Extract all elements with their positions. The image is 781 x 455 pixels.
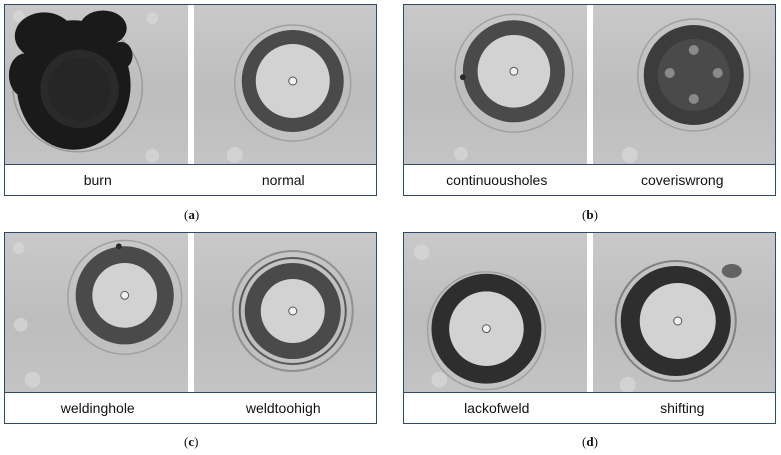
weld-image-coveriswrong xyxy=(621,18,750,163)
label-lackofweld: lackofweld xyxy=(464,400,530,416)
caption-d: (d) xyxy=(582,434,598,449)
photo-burn xyxy=(5,5,188,166)
caption-a: (a) xyxy=(184,207,200,222)
label-shifting: shifting xyxy=(660,400,705,416)
label-continuousholes: continuousholes xyxy=(446,172,548,188)
weld-image-shifting xyxy=(614,260,742,393)
caption-b: (b) xyxy=(582,207,598,222)
label-normal: normal xyxy=(261,172,305,188)
weld-image-weldinghole xyxy=(12,239,183,388)
weld-image-weldtoohigh xyxy=(231,250,354,372)
photo-weldtoohigh xyxy=(193,233,376,394)
photo-coveriswrong xyxy=(592,5,775,166)
photo-normal xyxy=(193,5,376,166)
label-coveriswrong: coveriswrong xyxy=(641,172,724,188)
label-weldinghole: weldinghole xyxy=(60,400,135,416)
figure-panel-d: lackofweld shifting xyxy=(403,232,776,424)
label-weldtoohigh: weldtoohigh xyxy=(245,400,321,416)
figure-panel-b: continuousholes coveriswrong xyxy=(403,4,776,196)
weld-image-continuousholes xyxy=(454,13,574,161)
photo-weldinghole xyxy=(5,233,188,394)
weld-image-burn xyxy=(8,10,160,163)
figure-panel-a: burn normal xyxy=(4,4,377,196)
photo-shifting xyxy=(592,233,775,394)
figure-panel-c: weldinghole weldtoohigh xyxy=(4,232,377,424)
weld-image-lackofweld xyxy=(413,244,547,391)
weld-image-normal xyxy=(226,24,351,163)
photo-lackofweld xyxy=(404,233,587,394)
label-burn: burn xyxy=(83,172,112,188)
caption-c: (c) xyxy=(184,434,199,449)
photo-continuousholes xyxy=(404,5,587,166)
